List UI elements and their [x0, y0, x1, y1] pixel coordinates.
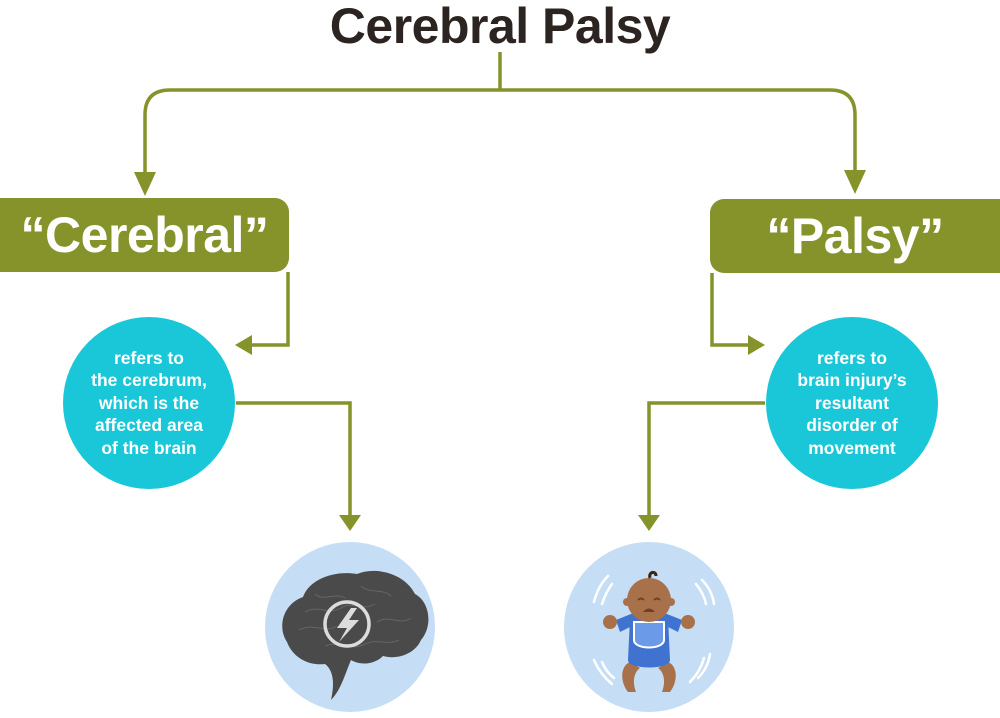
baby-head	[627, 578, 671, 622]
connector-definition-to-brain	[236, 401, 352, 515]
connector-cerebral-to-definition	[252, 272, 290, 347]
definition-text-cerebral: refers to the cerebrum, which is the aff…	[91, 347, 207, 458]
diagram-title: Cerebral Palsy	[329, 0, 671, 54]
illustration-circle-brain	[265, 542, 435, 712]
arrowhead-palsy	[844, 170, 866, 194]
motion-lines	[592, 574, 716, 686]
baby-flailing-icon	[592, 570, 716, 692]
connector-definition-to-baby	[647, 401, 765, 515]
term-box-cerebral: “Cerebral”	[0, 198, 289, 272]
lightning-bolt	[337, 608, 359, 642]
brain-with-lightning-icon	[282, 570, 429, 700]
arrowhead-cerebral	[134, 172, 156, 196]
arrowhead-cerebral-definition	[235, 335, 252, 355]
arrowhead-palsy-definition	[748, 335, 765, 355]
definition-circle-cerebral: refers to the cerebrum, which is the aff…	[63, 317, 235, 489]
brain-shape	[282, 570, 429, 700]
connector-palsy-to-definition	[710, 273, 748, 347]
connector-title-to-palsy	[500, 88, 857, 170]
definition-circle-palsy: refers to brain injury’s resultant disor…	[766, 317, 938, 489]
illustration-circle-baby	[564, 542, 734, 712]
definition-text-palsy: refers to brain injury’s resultant disor…	[797, 347, 907, 458]
arrowhead-brain	[339, 515, 361, 531]
connector-title-to-cerebral	[143, 88, 500, 172]
arrowhead-baby	[638, 515, 660, 531]
term-box-palsy: “Palsy”	[710, 199, 1000, 273]
lightning-badge-ring	[323, 600, 371, 648]
